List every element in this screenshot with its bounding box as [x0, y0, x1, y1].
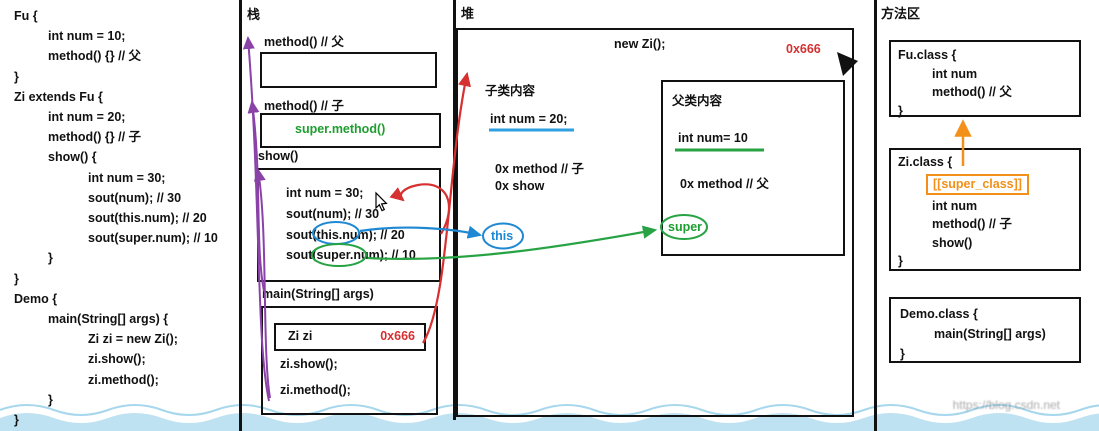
code-line: int num = 20; [48, 110, 126, 125]
stack-frame-show-label: show() [258, 149, 299, 163]
child-method-ref-show: 0x show [495, 179, 545, 193]
zi-class-member-show: show() [932, 235, 973, 250]
stack-frame-method-zi-label: method() // 子 [264, 99, 344, 113]
main-line-zi-method: zi.method(); [280, 383, 351, 397]
heap-object-address: 0x666 [786, 42, 821, 56]
zi-class-member-method: method() // 子 [932, 217, 1012, 231]
show-line-sout-super: sout(super.num); // 10 [286, 248, 416, 263]
source-code-panel: Fu { int num = 10; method() {} // 父 } Zi… [12, 6, 238, 430]
code-line: } [48, 392, 53, 407]
parent-field-num: int num= 10 [678, 131, 748, 145]
main-line-zi-show: zi.show(); [280, 357, 338, 371]
code-line: sout(num); // 30 [88, 190, 182, 205]
code-line: Zi zi = new Zi(); [88, 332, 178, 347]
fu-class-member-method: method() // 父 [932, 85, 1012, 99]
divider-code-stack [239, 0, 242, 431]
stack-frame-show-box: int num = 30; sout(num); // 30 sout(this… [257, 168, 441, 282]
code-line: int num = 10; [48, 29, 126, 44]
code-line: zi.method(); [88, 372, 159, 387]
code-line: sout(super.num); // 10 [88, 231, 218, 246]
super-class-reference: [[super_class]] [926, 173, 1029, 195]
divider-heap-methodarea [874, 0, 877, 431]
code-line: zi.show(); [88, 352, 146, 367]
parent-section-box [661, 80, 845, 256]
zi-class-member-num: int num [932, 198, 978, 213]
code-line: main(String[] args) { [48, 312, 169, 327]
code-line: sout(this.num); // 20 [88, 211, 207, 226]
demo-class-member-main: main(String[] args) [934, 327, 1046, 341]
zi-reference-address: 0x666 [380, 329, 415, 343]
code-line: Demo { [14, 291, 58, 306]
child-method-ref-zi: 0x method // 子 [495, 162, 584, 176]
demo-class-box: Demo.class { main(String[] args) } [889, 297, 1081, 363]
code-line: Fu { [14, 9, 38, 23]
heap-title: 堆 [461, 6, 475, 21]
code-line: int num = 30; [88, 170, 166, 185]
watermark: https://blog.csdn.net [952, 398, 1060, 412]
show-line-num30: int num = 30; [286, 186, 364, 200]
show-line-sout-num: sout(num); // 30 [286, 206, 380, 221]
code-line: method() {} // 父 [48, 49, 142, 64]
code-line: show() { [48, 150, 97, 165]
code-line: method() {} // 子 [48, 130, 142, 145]
this-pointer-label: this [491, 229, 514, 243]
code-line: } [14, 271, 19, 286]
zi-class-box: Zi.class { [[super_class]] int num metho… [889, 148, 1081, 271]
fu-class-member-num: int num [932, 66, 978, 81]
fu-class-header: Fu.class { [898, 48, 957, 62]
zi-reference-name: Zi zi [288, 329, 313, 343]
method-area-title: 方法区 [881, 6, 921, 21]
super-pointer-label: super [668, 220, 703, 234]
fu-class-box: Fu.class { int num method() // 父 } [889, 40, 1081, 118]
child-field-num: int num = 20; [490, 112, 568, 126]
zi-reference-box: Zi zi 0x666 [274, 323, 426, 351]
heap-object-header: new Zi(); [614, 37, 666, 51]
stack-frame-main-label: main(String[] args) [262, 287, 374, 301]
parent-section-title: 父类内容 [672, 94, 723, 108]
super-method-call: super.method() [295, 122, 386, 136]
code-line: Zi extends Fu { [14, 89, 103, 104]
parent-method-ref-fu: 0x method // 父 [680, 177, 769, 191]
show-line-sout-this: sout(this.num); // 20 [286, 227, 405, 242]
zi-class-close: } [898, 254, 903, 268]
fu-class-close: } [898, 103, 903, 118]
stack-frame-method-fu-box [260, 52, 437, 88]
demo-class-header: Demo.class { [900, 307, 978, 321]
code-line: } [14, 69, 19, 84]
code-line: } [48, 251, 53, 266]
stack-frame-method-fu-label: method() // 父 [264, 35, 344, 49]
zi-class-header: Zi.class { [898, 155, 953, 169]
stack-frame-method-zi-box: super.method() [260, 113, 441, 148]
code-line: } [14, 413, 19, 428]
stack-title: 栈 [247, 7, 261, 22]
demo-class-close: } [900, 347, 905, 361]
child-section-title: 子类内容 [485, 84, 536, 98]
